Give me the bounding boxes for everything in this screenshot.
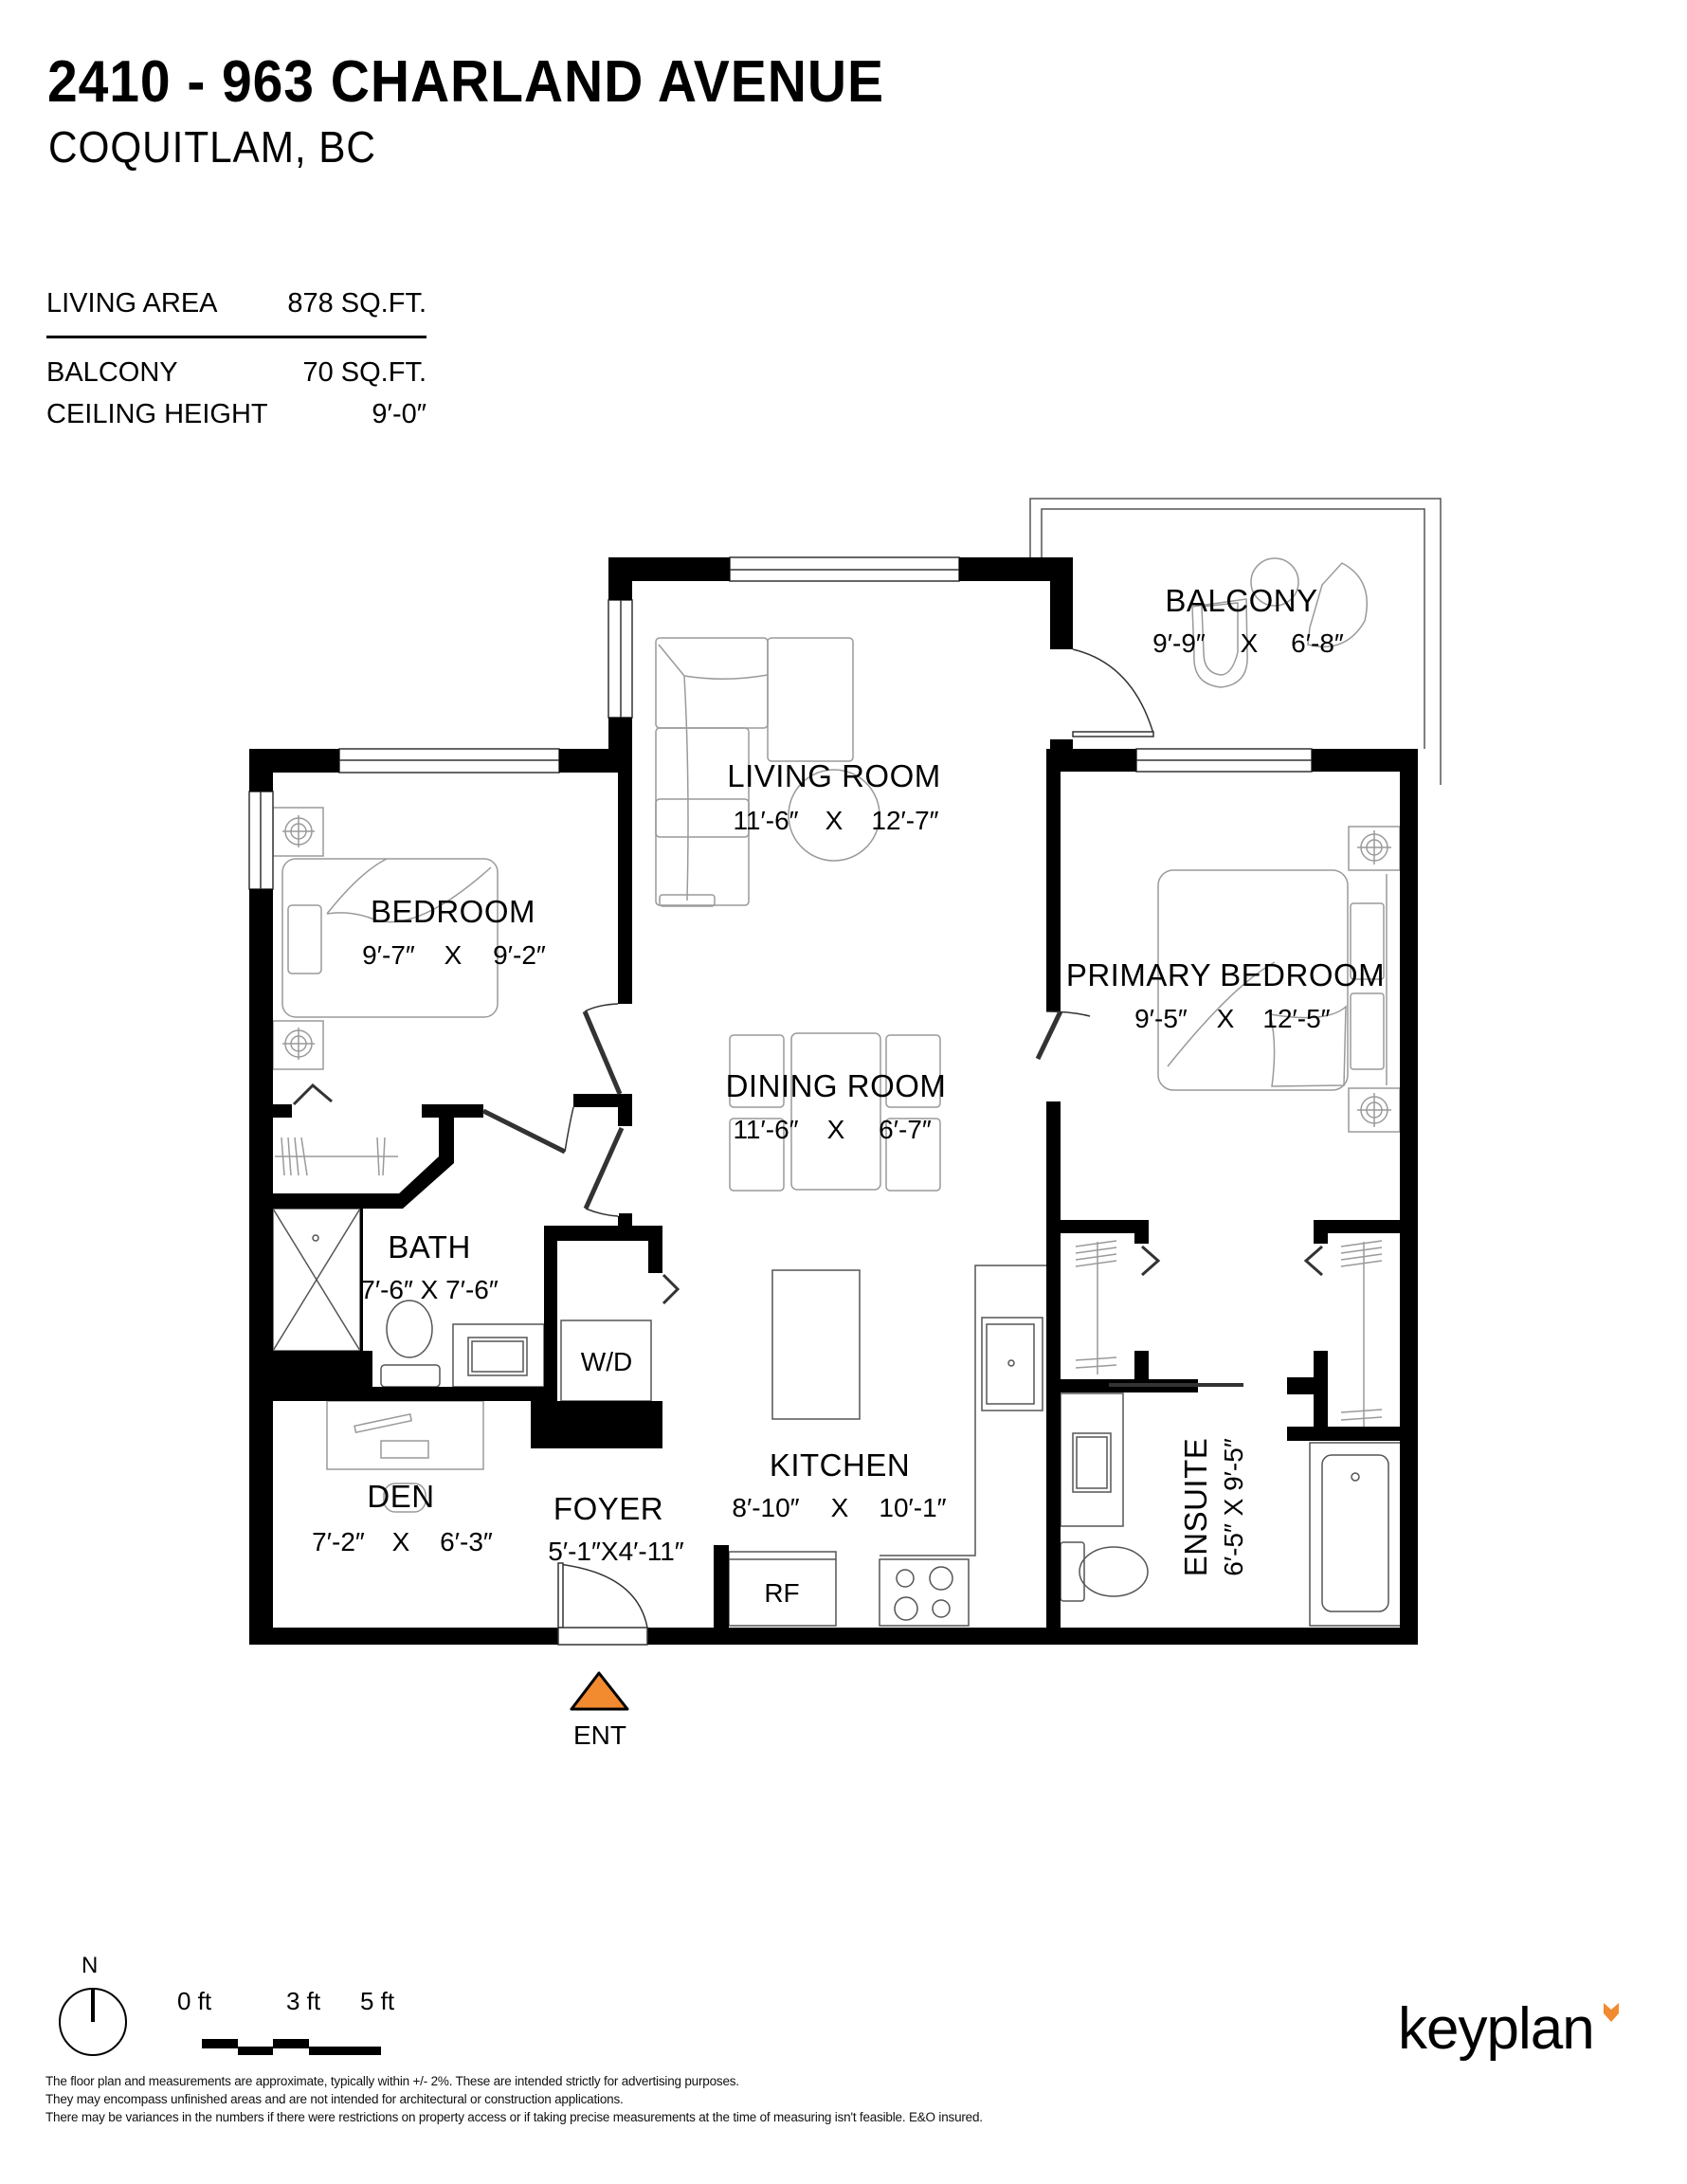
entrance-label: ENT	[573, 1720, 626, 1750]
living-room-label: LIVING ROOM	[727, 758, 941, 793]
living-room-width: 11′-6″	[733, 806, 798, 835]
kitchen-height: 10′-1″	[879, 1493, 946, 1522]
balcony-width: 9′-9″	[1152, 628, 1206, 658]
balcony-x: X	[1241, 628, 1259, 658]
stat-living-area: LIVING AREA 878 SQ.FT.	[46, 290, 426, 328]
foyer-dims: 5′-1″X4′-11″	[548, 1537, 684, 1566]
primary-bedroom-height: 12′-5″	[1262, 1004, 1330, 1033]
stat-label: CEILING HEIGHT	[46, 399, 268, 429]
windows	[248, 556, 1313, 890]
balcony-railing	[1029, 498, 1442, 785]
kitchen-label: KITCHEN	[770, 1447, 910, 1483]
den-label: DEN	[367, 1479, 434, 1514]
fridge-label: RF	[764, 1578, 799, 1608]
rug-icon	[788, 769, 880, 862]
den-height: 6′-3″	[440, 1527, 493, 1556]
disclaimer-line-1: The floor plan and measurements are appr…	[45, 2074, 739, 2088]
disclaimer-line-2: They may encompass unfinished areas and …	[45, 2092, 624, 2106]
kitchen-fixtures	[728, 1265, 1046, 1627]
living-room-x: X	[825, 806, 844, 835]
stat-value: 70 SQ.FT.	[302, 357, 426, 388]
bedroom-label: BEDROOM	[371, 894, 535, 929]
keyplan-logo: keyplan	[1398, 1996, 1595, 2062]
dining-room-height: 6′-7″	[879, 1115, 932, 1144]
bed-icon	[272, 807, 499, 1070]
primary-bedroom-width: 9′-5″	[1134, 1004, 1188, 1033]
closet-rod-icon	[275, 1137, 398, 1176]
scale-label-0: 0 ft	[177, 1987, 212, 2015]
stat-label: BALCONY	[46, 357, 178, 388]
primary-bedroom-label: PRIMARY BEDROOM	[1066, 957, 1385, 992]
dining-room-width: 11′-6″	[733, 1115, 798, 1144]
walk-in-closet-icon	[1075, 1240, 1383, 1427]
kitchen-x: X	[831, 1493, 849, 1522]
dining-room-label: DINING ROOM	[726, 1068, 947, 1103]
doors	[292, 648, 1323, 1646]
stat-ceiling-height: CEILING HEIGHT 9′-0″	[46, 401, 426, 443]
north-compass-icon	[59, 1988, 127, 2056]
area-stats-table: LIVING AREA 878 SQ.FT. BALCONY 70 SQ.FT.…	[46, 290, 426, 443]
bedroom-width: 9′-7″	[362, 940, 415, 970]
balcony-height: 6′-8″	[1291, 628, 1344, 658]
stat-value: 878 SQ.FT.	[287, 288, 426, 318]
bedroom-x: X	[444, 940, 463, 970]
foyer-label: FOYER	[553, 1491, 663, 1526]
scale-label-5: 5 ft	[360, 1987, 395, 2015]
ensuite-label: ENSUITE	[1178, 1438, 1213, 1577]
den-x: X	[392, 1527, 410, 1556]
stat-value: 9′-0″	[372, 399, 426, 429]
living-room-height: 12′-7″	[871, 806, 938, 835]
dining-set-icon	[729, 1032, 941, 1192]
bath-dims: 7′-6″ X 7′-6″	[360, 1275, 499, 1304]
stat-label: LIVING AREA	[46, 288, 218, 318]
dining-room-x: X	[827, 1115, 845, 1144]
primary-bed-icon	[1157, 826, 1401, 1133]
entrance-marker-icon	[570, 1671, 629, 1711]
stat-divider	[46, 336, 426, 338]
balcony-label: BALCONY	[1165, 583, 1317, 618]
primary-bedroom-x: X	[1217, 1004, 1235, 1033]
scale-label-3: 3 ft	[286, 1987, 321, 2015]
property-address-title: 2410 - 963 CHARLAND AVENUE	[47, 49, 884, 115]
scale-bar-icon	[202, 2039, 381, 2055]
bath-label: BATH	[388, 1229, 471, 1265]
kitchen-width: 8′-10″	[732, 1493, 799, 1522]
ensuite-dims: 6′-5″ X 9′-5″	[1219, 1438, 1248, 1576]
sectional-sofa-icon	[655, 637, 854, 907]
bedroom-height: 9′-2″	[493, 940, 546, 970]
furniture	[272, 498, 1442, 1627]
laundry-label: W/D	[581, 1347, 632, 1376]
stat-balcony: BALCONY 70 SQ.FT.	[46, 359, 426, 401]
den-width: 7′-2″	[312, 1527, 365, 1556]
north-label: N	[82, 1953, 99, 1978]
room-labels: BALCONY 9′-9″ X 6′-8″ LIVING ROOM 11′-6″…	[312, 583, 1385, 1608]
balcony-chairs-icon	[1191, 557, 1369, 688]
disclaimer-line-3: There may be variances in the numbers if…	[45, 2110, 983, 2124]
keyplan-fox-icon	[1604, 2003, 1619, 2022]
property-city: COQUITLAM, BC	[48, 122, 376, 172]
